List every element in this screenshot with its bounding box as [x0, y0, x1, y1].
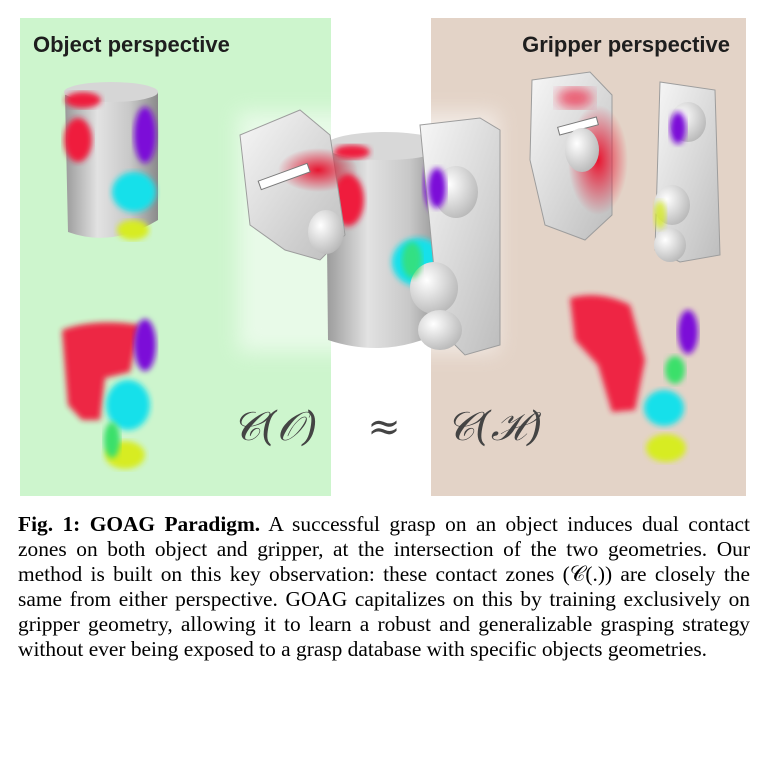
- object-can-with-contacts: [64, 82, 158, 240]
- object-perspective-label: Object perspective: [33, 32, 230, 57]
- approx-symbol: ≈: [367, 404, 401, 450]
- object-contact-point-cloud: [62, 319, 156, 469]
- gripper-contact-point-cloud: [570, 295, 698, 462]
- caption-label: Fig. 1: GOAG Paradigm.: [18, 512, 261, 536]
- gripper-mesh-with-contacts: [529, 71, 721, 263]
- caption-text: A successful grasp on an object induces …: [18, 512, 750, 661]
- gripper-contact-equation: 𝒞(ℋ): [446, 404, 542, 450]
- gripper-perspective-label: Gripper perspective: [522, 32, 730, 57]
- object-contact-equation: 𝒞(𝒪): [232, 404, 318, 450]
- figure-graphic: Object perspective Gripper perspective: [20, 18, 746, 496]
- central-grasp-rendering: [238, 109, 501, 356]
- figure-caption: Fig. 1: GOAG Paradigm. A successful gras…: [18, 512, 750, 662]
